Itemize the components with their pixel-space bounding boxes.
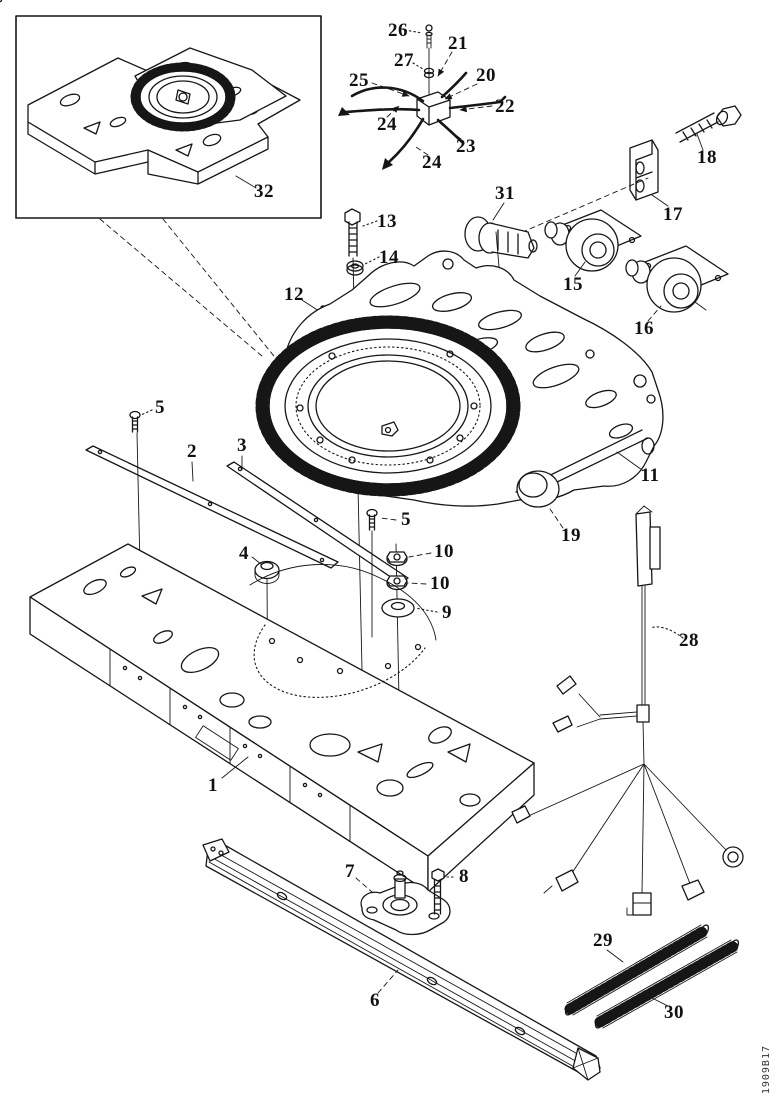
callout-part-8: 8 [459, 866, 469, 887]
callout-part-22: 22 [495, 96, 515, 117]
callout-part-18: 18 [697, 147, 717, 168]
callout-part-9: 9 [442, 602, 452, 623]
callout-part-7: 7 [345, 861, 355, 882]
callout-part-32: 32 [254, 181, 274, 202]
lower-main-frame [29, 543, 535, 893]
callout-part-26: 26 [388, 20, 408, 41]
callout-part-5b: 5 [401, 509, 411, 530]
callout-part-11: 11 [640, 465, 660, 486]
callout-part-17: 17 [663, 204, 683, 225]
upper-swing-frame [255, 250, 664, 529]
callout-part-19: 19 [561, 525, 581, 546]
callout-part-6: 6 [370, 990, 380, 1011]
callout-part-20: 20 [476, 65, 496, 86]
textured-rods [564, 924, 740, 1029]
callout-part-25: 25 [349, 70, 369, 91]
wear-bar-and-bracket [202, 838, 601, 1081]
callout-part-24b: 24 [422, 152, 442, 173]
callout-part-28: 28 [679, 630, 699, 651]
callout-part-29: 29 [593, 930, 613, 951]
callout-part-2: 2 [187, 441, 197, 462]
callout-part-1: 1 [208, 775, 218, 796]
callout-part-5a: 5 [155, 397, 165, 418]
drawing-code: 1909B17 [761, 1044, 772, 1094]
callout-part-13: 13 [377, 211, 397, 232]
hardware-stack [251, 543, 438, 728]
isolator-mounts [464, 202, 729, 322]
callout-part-31: 31 [495, 183, 515, 204]
callout-part-3: 3 [237, 435, 247, 456]
inset-detail-box [15, 15, 322, 367]
callout-part-4: 4 [239, 543, 249, 564]
callout-part-21: 21 [448, 33, 468, 54]
callout-part-10b: 10 [430, 573, 450, 594]
callout-part-15: 15 [563, 274, 583, 295]
callout-part-10a: 10 [434, 541, 454, 562]
callout-part-24a: 24 [377, 114, 397, 135]
callout-part-16: 16 [634, 318, 654, 339]
callout-part-14: 14 [379, 247, 399, 268]
callout-part-12: 12 [284, 284, 304, 305]
callout-part-23: 23 [456, 136, 476, 157]
callout-part-27: 27 [394, 50, 414, 71]
bolt-18-and-bracket-17 [496, 105, 742, 244]
callout-part-30: 30 [664, 1002, 684, 1023]
spring-link-cluster [338, 24, 507, 170]
wiring-harness [511, 505, 744, 916]
